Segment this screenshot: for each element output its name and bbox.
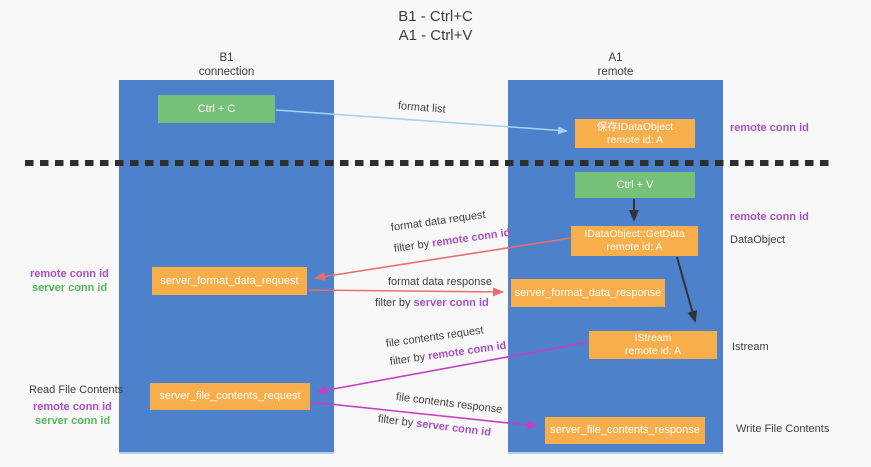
read-file-contents-label: Read File Contents bbox=[29, 384, 124, 396]
server-conn-id-text: server conn id bbox=[413, 297, 489, 309]
filter-by-text: filter by bbox=[393, 238, 430, 255]
istream-side-label: Istream bbox=[732, 341, 769, 353]
ctrl-v-label: Ctrl + V bbox=[616, 179, 654, 191]
format-data-request-label: format data request bbox=[390, 208, 487, 234]
server-file-contents-request-label: server_file_contents_request bbox=[159, 390, 301, 402]
server-file-contents-response-box: server_file_contents_response bbox=[545, 417, 705, 444]
lane-header-a1: A1 remote bbox=[508, 51, 723, 79]
left-remote-conn-id-label-2: remote conn id bbox=[33, 401, 112, 413]
lane-a1-title: A1 bbox=[608, 52, 623, 64]
ctrl-c-label: Ctrl + C bbox=[197, 103, 236, 115]
ctrl-c-box: Ctrl + C bbox=[158, 95, 275, 123]
istream-box: IStream remote id: A bbox=[589, 331, 717, 359]
dataobject-label: DataObject bbox=[730, 234, 786, 246]
filter-by-text: filter by bbox=[375, 297, 411, 309]
lane-a1-subtitle: remote bbox=[597, 66, 634, 78]
filter-by-text: filter by bbox=[377, 413, 414, 430]
server-format-data-request-label: server_format_data_request bbox=[160, 274, 299, 287]
server-conn-id-text: server conn id bbox=[415, 417, 492, 439]
format-data-response-label: format data response bbox=[388, 276, 492, 288]
format-data-response-arrow bbox=[308, 287, 504, 297]
saved-idataobject-box: 保存IDataObject remote id: A bbox=[575, 119, 695, 148]
ctrl-v-box: Ctrl + V bbox=[575, 172, 695, 198]
right-remote-conn-id-label-1: remote conn id bbox=[730, 122, 809, 134]
filter-by-server-conn-id-label-2: filter by server conn id bbox=[377, 413, 491, 439]
filter-by-text: filter by bbox=[389, 351, 426, 368]
server-format-data-response-box: server_format_data_response bbox=[511, 279, 665, 307]
lane-b1-subtitle: connection bbox=[198, 66, 255, 78]
remote-conn-id-text: remote conn id bbox=[427, 339, 508, 363]
server-format-data-response-label: server_format_data_response bbox=[514, 286, 662, 299]
idataobject-getdata-box: IDataObject::GetData remote id: A bbox=[571, 226, 698, 256]
diagram-title: B1 - Ctrl+C A1 - Ctrl+V bbox=[0, 7, 871, 45]
lane-header-b1: B1 connection bbox=[119, 51, 334, 79]
istream-line1: IStream bbox=[634, 332, 672, 344]
lane-b1-title: B1 bbox=[219, 52, 234, 64]
remote-conn-id-text: remote conn id bbox=[431, 226, 512, 250]
title-line-1: B1 - Ctrl+C bbox=[398, 8, 473, 25]
saved-idataobject-line2: remote id: A bbox=[606, 133, 664, 146]
file-contents-response-label: file contents response bbox=[395, 391, 503, 416]
saved-idataobject-line1: 保存IDataObject bbox=[596, 120, 674, 133]
left-server-conn-id-label-1: server conn id bbox=[32, 282, 108, 294]
istream-line2: remote id: A bbox=[624, 345, 682, 357]
format-list-label: format list bbox=[397, 100, 447, 116]
server-format-data-request-box: server_format_data_request bbox=[152, 267, 307, 295]
right-remote-conn-id-label-2: remote conn id bbox=[730, 211, 809, 223]
left-remote-conn-id-label-1: remote conn id bbox=[30, 268, 109, 280]
write-file-contents-label: Write File Contents bbox=[736, 423, 830, 435]
server-file-contents-response-label: server_file_contents_response bbox=[550, 424, 700, 436]
title-line-2: A1 - Ctrl+V bbox=[398, 27, 473, 44]
getdata-line1: IDataObject::GetData bbox=[584, 228, 685, 240]
server-file-contents-request-box: server_file_contents_request bbox=[150, 383, 310, 410]
left-server-conn-id-label-2: server conn id bbox=[35, 415, 111, 427]
filter-by-server-conn-id-label-1: filter by server conn id bbox=[375, 297, 489, 309]
getdata-line2: remote id: A bbox=[606, 241, 663, 253]
